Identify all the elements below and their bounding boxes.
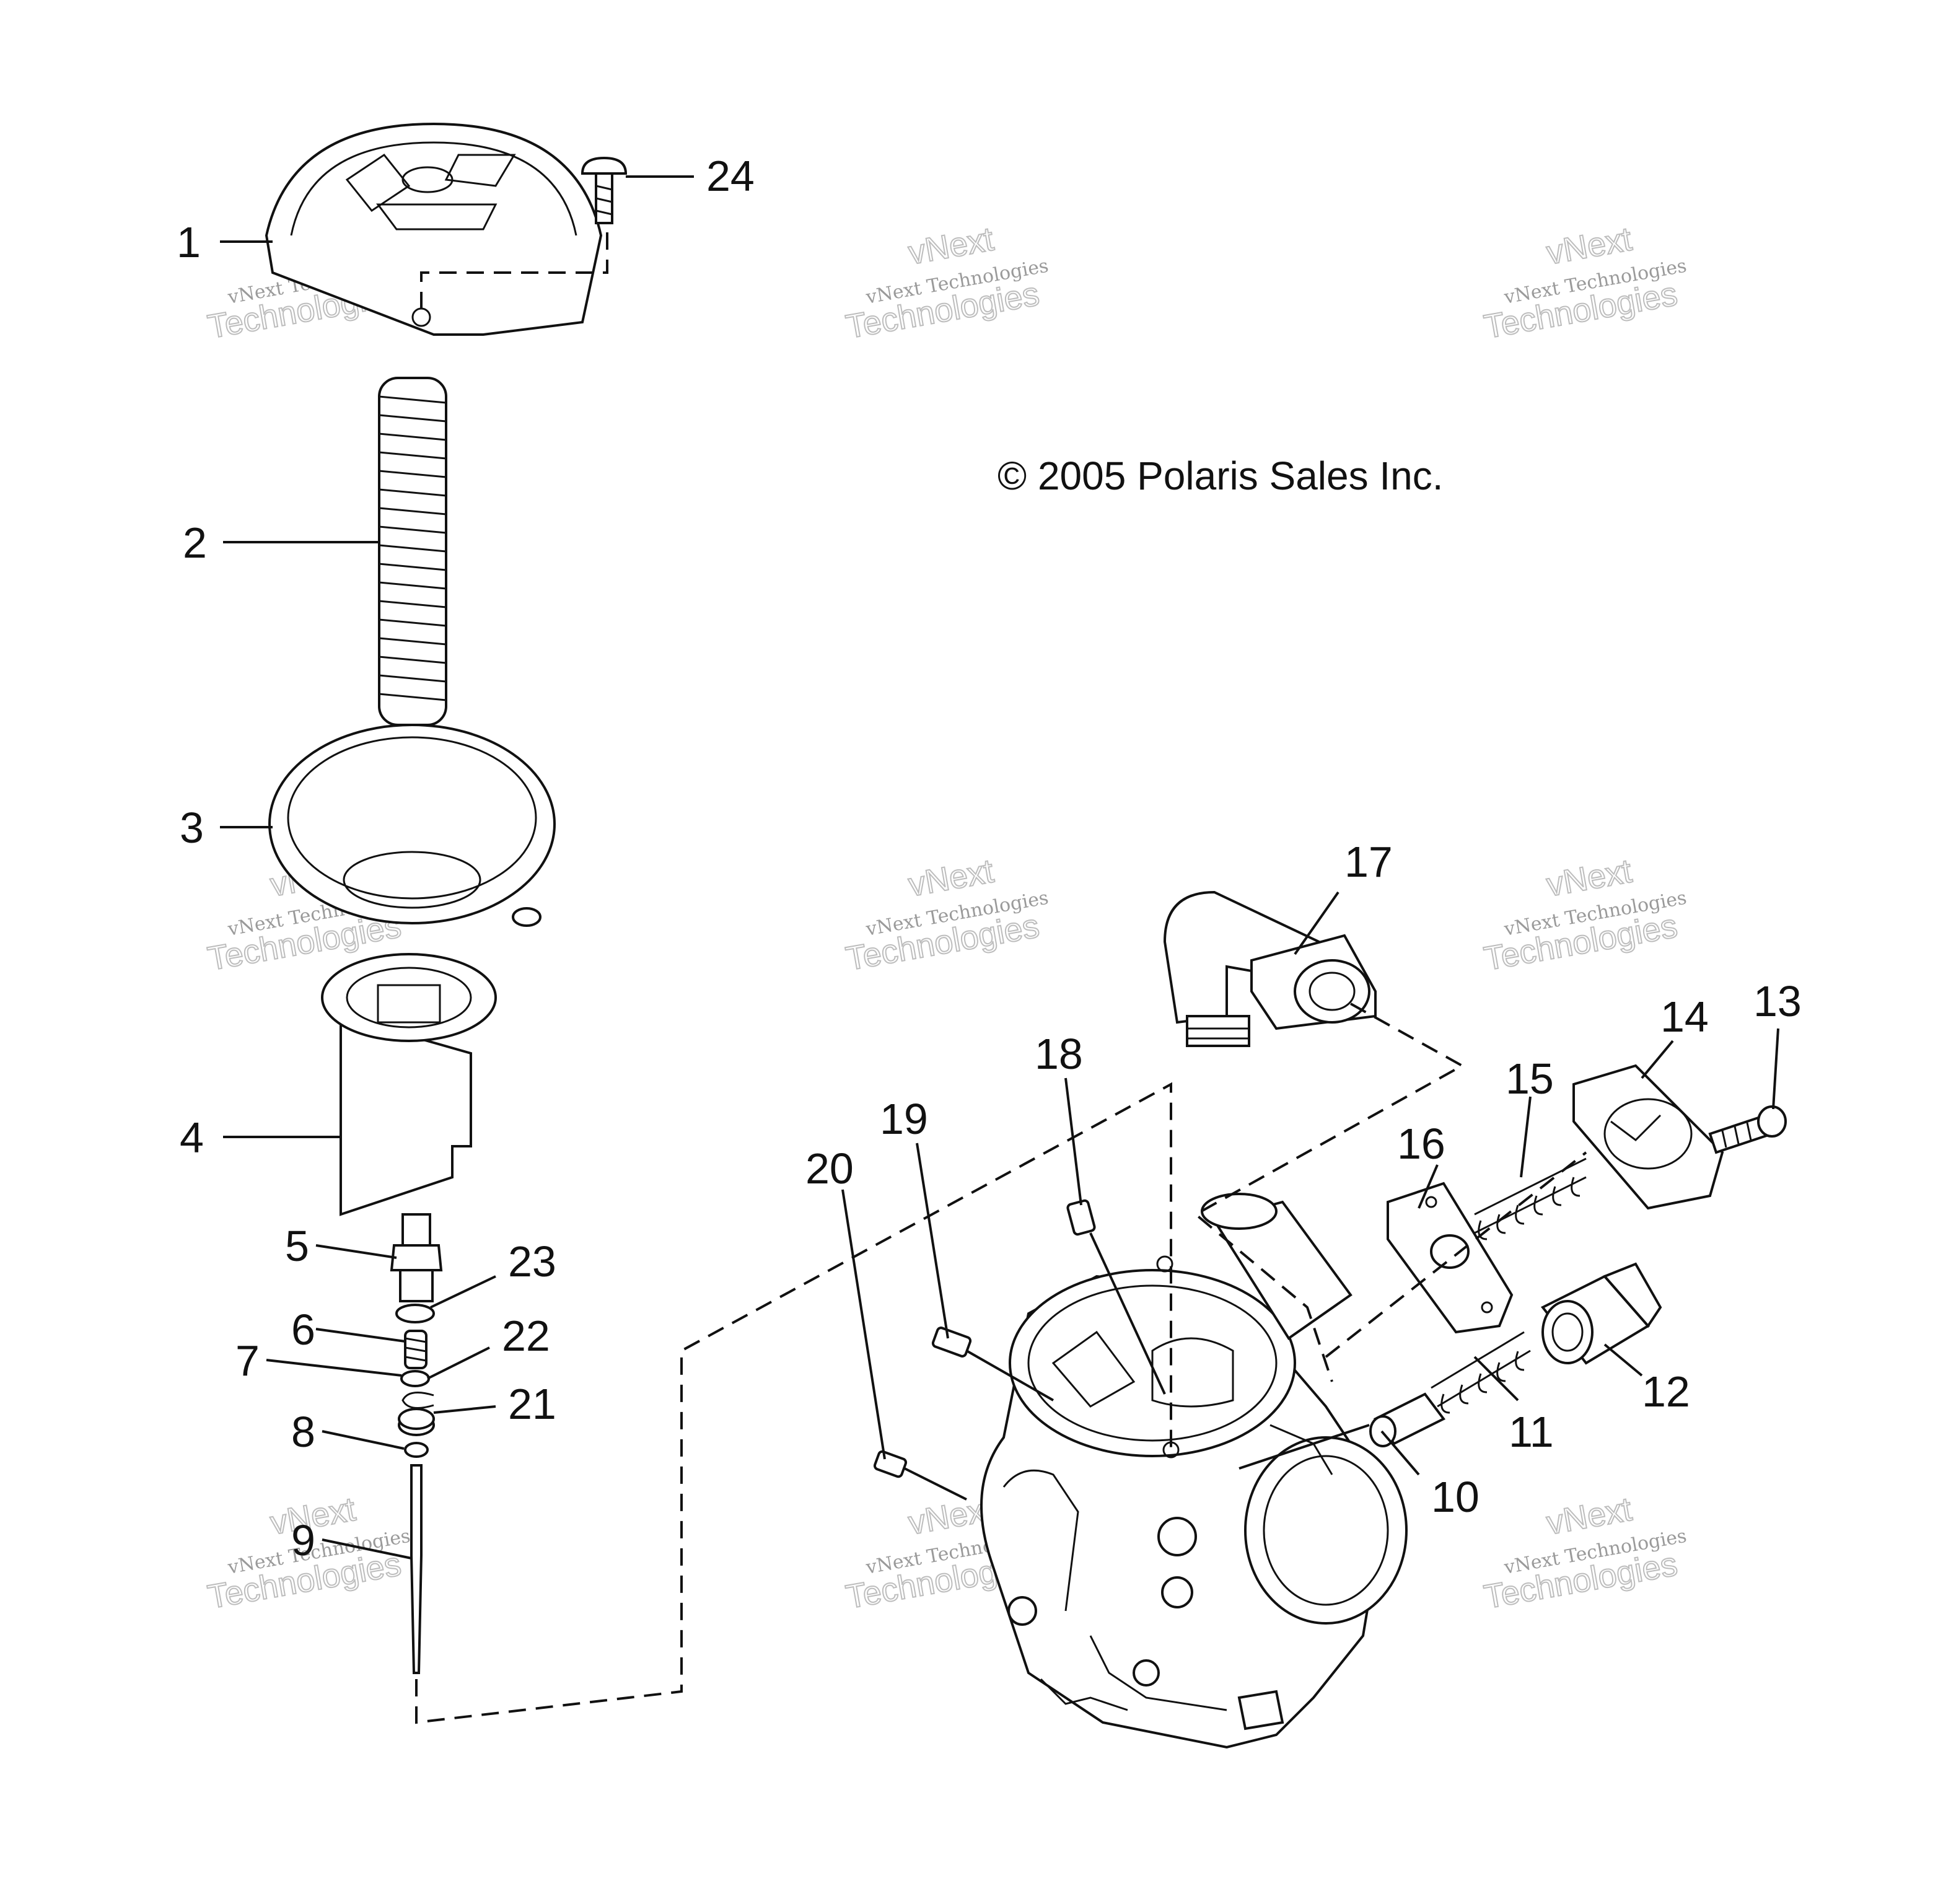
part-9-jet-needle xyxy=(410,1464,423,1674)
part-4-slide xyxy=(321,953,497,1216)
part-15-spring xyxy=(1474,1157,1587,1240)
part-11-spring xyxy=(1431,1331,1531,1414)
part-22-clip xyxy=(401,1392,434,1409)
part-5-needle-holder xyxy=(390,1213,443,1302)
watermark-big-1: vNext xyxy=(1544,221,1634,272)
callout-labels: 1 24 2 3 4 5 23 6 7 22 21 8 9 17 18 19 2… xyxy=(177,152,1802,1564)
part-13-screw xyxy=(1708,1105,1787,1154)
copyright-text: © 2005 Polaris Sales Inc. xyxy=(997,454,1444,498)
part-17-elbow xyxy=(1163,890,1377,1047)
callout-24: 24 xyxy=(706,152,755,200)
part-20-screw xyxy=(873,1450,908,1478)
callout-19: 19 xyxy=(880,1095,928,1143)
callout-11: 11 xyxy=(1509,1408,1554,1456)
part-12-fitting xyxy=(1540,1262,1662,1365)
part-21-spacer xyxy=(398,1408,435,1436)
callout-17: 17 xyxy=(1344,838,1393,886)
callout-21: 21 xyxy=(508,1380,556,1428)
watermark-big-1: vNext xyxy=(1544,853,1634,904)
callout-13: 13 xyxy=(1753,977,1802,1025)
part-24-screw xyxy=(581,156,628,224)
part-7-washer xyxy=(400,1370,430,1387)
callout-5: 5 xyxy=(285,1222,309,1270)
callout-10: 10 xyxy=(1431,1473,1480,1521)
part-16-gasket xyxy=(1387,1182,1514,1334)
callout-7: 7 xyxy=(235,1336,260,1385)
callout-22: 22 xyxy=(502,1312,550,1360)
part-10-plunger xyxy=(1369,1392,1446,1447)
part-14-cover xyxy=(1572,1064,1724,1210)
callout-15: 15 xyxy=(1506,1055,1554,1103)
part-1-top-cover xyxy=(265,122,603,336)
part-18-screw xyxy=(1066,1199,1096,1236)
callout-8: 8 xyxy=(291,1408,315,1456)
callout-20: 20 xyxy=(805,1144,854,1193)
watermark-big-1: vNext xyxy=(906,221,996,272)
callout-9: 9 xyxy=(291,1516,315,1564)
assembly-dashed-lines xyxy=(415,232,1587,1724)
callout-3: 3 xyxy=(180,804,204,852)
part-6-spring xyxy=(404,1330,427,1369)
part-8-washer xyxy=(404,1442,429,1458)
callout-16: 16 xyxy=(1397,1120,1445,1168)
callout-4: 4 xyxy=(180,1113,204,1162)
callout-1: 1 xyxy=(177,218,201,266)
carburetor-body xyxy=(980,1193,1408,1749)
callout-12: 12 xyxy=(1642,1367,1690,1416)
part-3-diaphragm xyxy=(268,724,556,927)
watermark-big-1: vNext xyxy=(1544,1491,1634,1542)
callout-18: 18 xyxy=(1035,1030,1083,1078)
callout-2: 2 xyxy=(183,519,207,567)
callout-leaders xyxy=(220,175,1779,1560)
part-2-spring xyxy=(378,377,447,726)
callout-6: 6 xyxy=(291,1305,315,1354)
callout-23: 23 xyxy=(508,1237,556,1286)
watermark-big-1: vNext xyxy=(906,853,996,904)
part-19-screw xyxy=(931,1327,972,1358)
part-23-washer xyxy=(395,1304,435,1323)
callout-14: 14 xyxy=(1660,993,1709,1041)
